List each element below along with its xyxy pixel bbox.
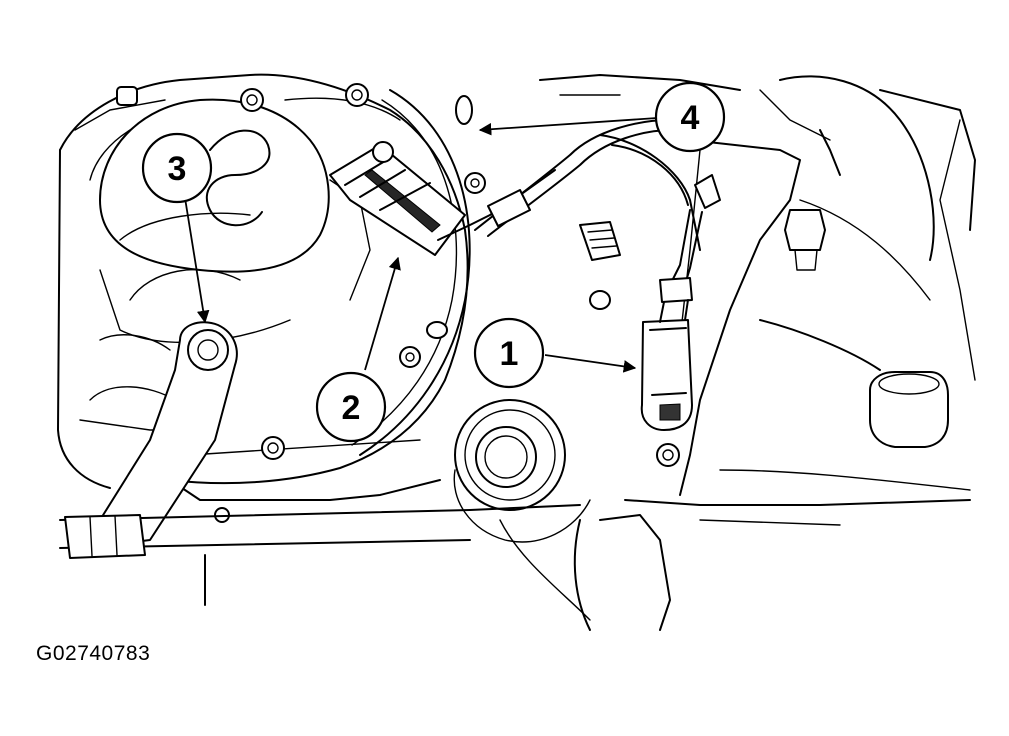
leader-lines (184, 117, 658, 373)
output-shaft-seal (453, 399, 591, 543)
bolt-heads (116, 83, 680, 523)
shift-lever (59, 321, 581, 606)
wiring-harness (474, 119, 721, 289)
callout-2: 2 (315, 371, 387, 443)
sensor-1 (640, 277, 693, 431)
callout-4: 4 (654, 81, 726, 153)
housing-cover (99, 98, 371, 344)
callout-4-label: 4 (681, 99, 700, 137)
callout-2-label: 2 (342, 389, 361, 427)
mount-stud (784, 209, 949, 448)
figure-code: G02740783 (36, 642, 151, 665)
callout-1: 1 (473, 317, 545, 389)
engine-block-right (499, 74, 976, 631)
callout-1-label: 1 (500, 335, 519, 373)
callout-3-label: 3 (168, 150, 187, 188)
callout-3: 3 (141, 132, 213, 204)
